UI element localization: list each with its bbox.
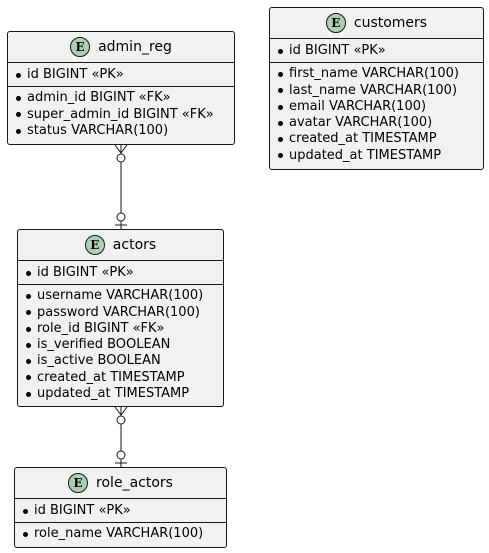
entity-icon: E <box>68 473 89 493</box>
entity-role-actors[interactable]: E role_actors id BIGINT «PK» role_name V… <box>14 467 227 548</box>
attribute-section: role_name VARCHAR(100) <box>15 523 226 545</box>
attribute: username VARCHAR(100) <box>26 288 215 304</box>
entity-header: E role_actors <box>15 468 226 499</box>
entity-header: E actors <box>18 230 223 261</box>
bullet-icon <box>26 326 31 332</box>
attribute: avatar VARCHAR(100) <box>278 115 475 131</box>
entity-icon: E <box>70 37 91 57</box>
attribute: admin_id BIGINT «FK» <box>16 90 226 106</box>
attribute: role_name VARCHAR(100) <box>23 526 218 542</box>
attribute: email VARCHAR(100) <box>278 99 475 115</box>
attribute: id BIGINT «PK» <box>23 503 218 519</box>
attribute: first_name VARCHAR(100) <box>278 66 475 82</box>
entity-title: admin_reg <box>98 39 172 55</box>
relation-actors-role-actors <box>114 406 128 467</box>
entity-icon: E <box>84 235 105 255</box>
attribute: super_admin_id BIGINT «FK» <box>16 107 226 123</box>
relation-admin-reg-actors <box>114 144 128 229</box>
primary-key-section: id BIGINT «PK» <box>270 39 483 64</box>
primary-key-section: id BIGINT «PK» <box>8 63 234 88</box>
attribute: id BIGINT «PK» <box>26 265 215 281</box>
bullet-icon <box>278 48 283 54</box>
attribute: id BIGINT «PK» <box>16 67 226 83</box>
attribute: created_at TIMESTAMP <box>26 370 215 386</box>
bullet-icon <box>26 391 31 397</box>
attribute: is_verified BOOLEAN <box>26 337 215 353</box>
attribute: last_name VARCHAR(100) <box>278 83 475 99</box>
primary-key-section: id BIGINT «PK» <box>18 261 223 286</box>
bullet-icon <box>16 72 21 78</box>
attribute: updated_at TIMESTAMP <box>278 148 475 164</box>
bullet-icon <box>26 293 31 299</box>
entity-header: E admin_reg <box>8 32 234 63</box>
entity-customers[interactable]: E customers id BIGINT «PK» first_name VA… <box>269 7 484 170</box>
bullet-icon <box>23 508 28 514</box>
bullet-icon <box>26 310 31 316</box>
attribute: password VARCHAR(100) <box>26 305 215 321</box>
attribute: role_id BIGINT «FK» <box>26 321 215 337</box>
bullet-icon <box>278 153 283 159</box>
bullet-icon <box>16 112 21 118</box>
attribute: status VARCHAR(100) <box>16 123 226 139</box>
bullet-icon <box>278 120 283 126</box>
entity-title: customers <box>353 15 428 31</box>
entity-actors[interactable]: E actors id BIGINT «PK» username VARCHAR… <box>17 229 224 407</box>
attribute-section: first_name VARCHAR(100) last_name VARCHA… <box>270 63 483 167</box>
bullet-icon <box>26 270 31 276</box>
attribute-section: username VARCHAR(100) password VARCHAR(1… <box>18 285 223 405</box>
bullet-icon <box>278 71 283 77</box>
bullet-icon <box>16 128 21 134</box>
attribute: is_active BOOLEAN <box>26 353 215 369</box>
entity-header: E customers <box>270 8 483 39</box>
entity-icon: E <box>325 13 346 33</box>
entity-title: actors <box>112 237 157 253</box>
bullet-icon <box>26 342 31 348</box>
bullet-icon <box>278 137 283 143</box>
attribute: updated_at TIMESTAMP <box>26 386 215 402</box>
attribute: id BIGINT «PK» <box>278 43 475 59</box>
attribute: created_at TIMESTAMP <box>278 131 475 147</box>
bullet-icon <box>26 375 31 381</box>
primary-key-section: id BIGINT «PK» <box>15 499 226 524</box>
attribute-section: admin_id BIGINT «FK» super_admin_id BIGI… <box>8 87 234 142</box>
bullet-icon <box>278 88 283 94</box>
entity-admin-reg[interactable]: E admin_reg id BIGINT «PK» admin_id BIGI… <box>7 31 235 145</box>
entity-title: role_actors <box>96 475 173 491</box>
bullet-icon <box>278 104 283 110</box>
bullet-icon <box>26 359 31 365</box>
bullet-icon <box>23 531 28 537</box>
bullet-icon <box>16 95 21 101</box>
